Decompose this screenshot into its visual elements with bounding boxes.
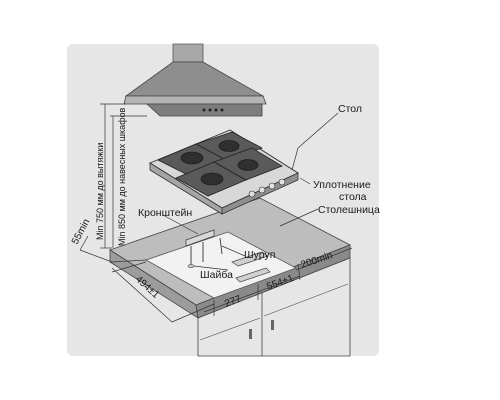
gas-hob <box>149 129 299 215</box>
min-850-label: Min 850 мм до навесных шкафов <box>117 107 127 246</box>
label-stol: Стол <box>338 103 362 115</box>
countertop-cutout <box>145 231 297 299</box>
mounting-hardware <box>185 229 271 283</box>
washer <box>187 264 195 268</box>
dimension-lines <box>79 235 353 323</box>
label-uplotnenie-1: Уплотнение <box>313 179 371 191</box>
label-stoleshnitsa: Столешница <box>318 204 380 216</box>
min-750-label: Min 750 мм до вытяжки <box>95 143 105 240</box>
label-shaiba: Шайба <box>200 269 233 281</box>
vertical-dimensions <box>100 103 147 249</box>
leader-lines <box>162 112 339 271</box>
base-cabinet <box>197 257 351 357</box>
label-kronshtein: Кронштейн <box>138 207 192 219</box>
label-shurup: Шуруп <box>244 249 275 261</box>
countertop <box>109 197 351 319</box>
range-hood <box>123 43 267 117</box>
label-uplotnenie-2: стола <box>339 191 367 203</box>
bracket <box>185 229 215 247</box>
